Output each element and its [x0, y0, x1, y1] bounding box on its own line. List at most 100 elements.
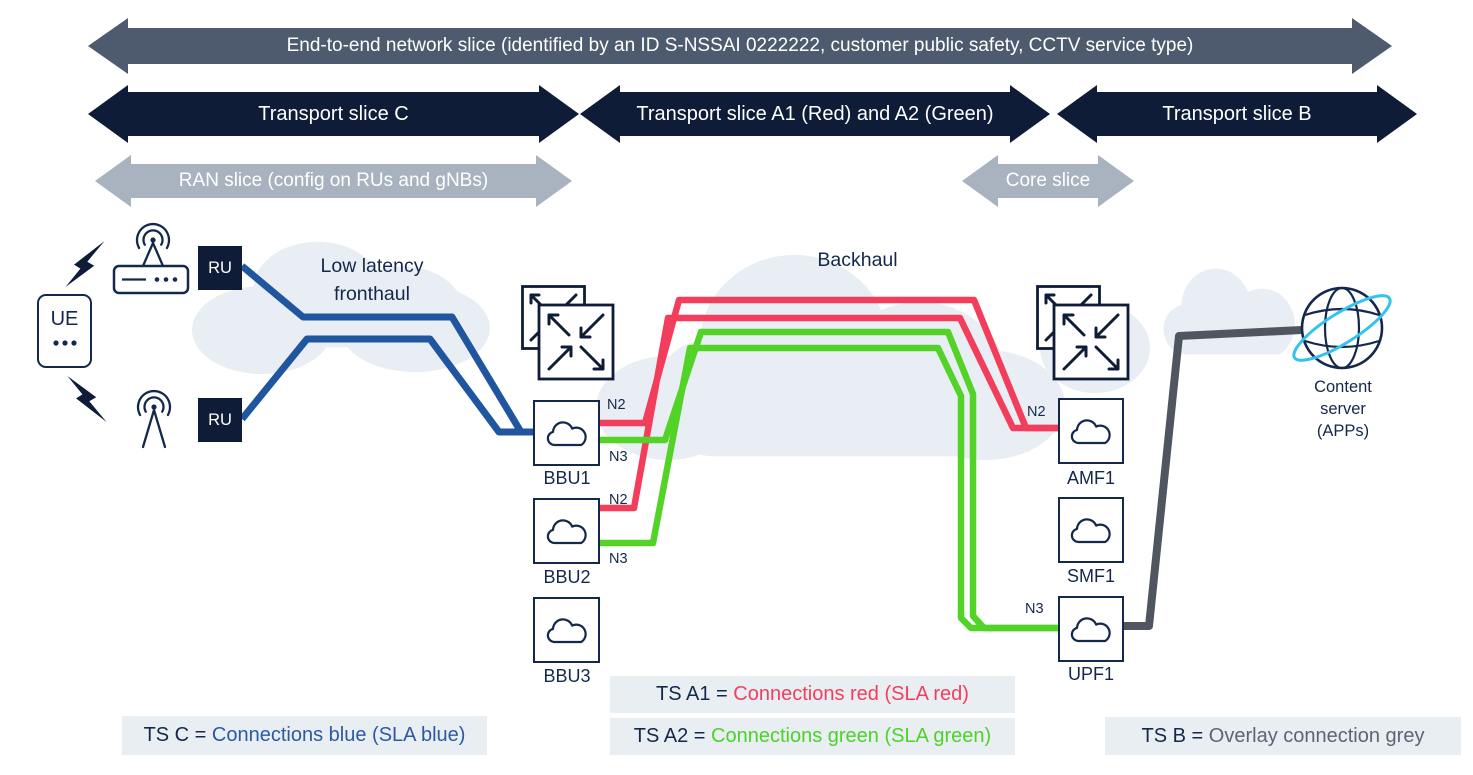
transport-slice-a-arrow: Transport slice A1 (Red) and A2 (Green)	[580, 85, 1050, 143]
transport-slice-b-arrow: Transport slice B	[1057, 85, 1417, 143]
backhaul-cloud-label: Backhaul	[775, 246, 940, 274]
amf1-node	[1058, 398, 1124, 464]
core-slice-arrow: Core slice	[962, 155, 1134, 207]
cloud-vnf-icon	[1070, 518, 1111, 544]
amf1-n2-label: N2	[1027, 404, 1046, 420]
core-slice-bar: Core slice	[998, 164, 1098, 198]
ran-slice-bar: RAN slice (config on RUs and gNBs)	[131, 164, 536, 198]
fronthaul-cloud-lobe	[340, 284, 490, 372]
backhaul-cloud-lobe	[905, 350, 1065, 460]
bbu1-node	[533, 400, 600, 466]
connection-red-bbu1-amf1	[600, 296, 1058, 432]
legend-ts-b: TS B = Overlay connection grey	[1105, 717, 1461, 755]
transport-slice-c-bar: Transport slice C	[128, 92, 539, 136]
arrow-head-right-icon	[536, 155, 572, 207]
legend-ts-b-prefix: TS B =	[1141, 724, 1209, 747]
lightning-bolt-top-icon	[65, 241, 105, 287]
transport-slice-a-bar: Transport slice A1 (Red) and A2 (Green)	[620, 92, 1010, 136]
fronthaul-cloud-label: Low latency fronthaul	[292, 252, 452, 308]
legend-ts-a2: TS A2 = Connections green (SLA green)	[610, 718, 1015, 755]
ue-dots-icon	[52, 340, 77, 346]
bbu2-label: BBU2	[543, 567, 591, 587]
core-slice-label: Core slice	[1005, 170, 1091, 191]
e2e-arrow-bar: End-to-end network slice (identified by …	[128, 28, 1352, 64]
ran-slice-arrow: RAN slice (config on RUs and gNBs)	[95, 155, 572, 207]
connection-red-bbu2-amf1	[600, 314, 1058, 512]
arrow-head-left-icon	[1057, 85, 1097, 143]
arrow-head-left-icon	[580, 85, 620, 143]
connection-blue-ru-bottom-bbu1	[239, 335, 536, 436]
content-server-label-line3: (APPs)	[1316, 422, 1370, 440]
antenna-bottom-icon	[136, 390, 172, 449]
bbu3-label: BBU3	[543, 666, 591, 686]
bbu2-n3-label: N3	[609, 551, 628, 567]
transport-slice-c-arrow: Transport slice C	[88, 85, 579, 143]
fronthaul-label-line2: fronthaul	[334, 283, 410, 305]
connection-grey-upf1-content-server	[1123, 326, 1303, 630]
lightning-bolt-bottom-icon	[67, 376, 107, 422]
ru-bottom-label: RU	[208, 410, 232, 429]
legend-ts-c-value: Connections blue (SLA blue)	[211, 724, 466, 746]
arrow-head-right-icon	[539, 85, 579, 143]
smf1-label: SMF1	[1066, 566, 1115, 586]
ru-top-label: RU	[208, 258, 232, 277]
legend-ts-a1: TS A1 = Connections red (SLA red)	[610, 676, 1015, 713]
upf1-label: UPF1	[1067, 664, 1114, 684]
e2e-network-slice-arrow: End-to-end network slice (identified by …	[88, 18, 1392, 74]
transport-slice-b-label: Transport slice B	[1162, 102, 1312, 125]
switch-right-icon	[1036, 285, 1130, 381]
legend-ts-a1-value: Connections red (SLA red)	[733, 683, 969, 705]
transport-slice-c-label: Transport slice C	[258, 102, 409, 125]
bbu3-node	[533, 597, 600, 663]
arrow-head-left-icon	[88, 85, 128, 143]
legend-ts-a2-prefix: TS A2 =	[633, 725, 712, 747]
arrow-head-right-icon	[1010, 85, 1050, 143]
transport-slice-b-bar: Transport slice B	[1097, 92, 1377, 136]
orbit-ring-icon	[1292, 294, 1392, 362]
cloud-vnf-icon	[1070, 419, 1111, 445]
legend-ts-a2-value: Connections green (SLA green)	[711, 725, 992, 747]
ru-bottom-node: RU	[198, 398, 242, 442]
backhaul-label-text: Backhaul	[817, 249, 898, 271]
ru-top-node: RU	[198, 246, 242, 290]
bbu1-n3-label: N3	[609, 449, 628, 465]
ran-slice-label: RAN slice (config on RUs and gNBs)	[178, 170, 489, 191]
backhaul-cloud-lobe	[596, 356, 740, 460]
cloud-vnf-icon	[546, 519, 587, 545]
antenna-router-top-icon	[112, 223, 190, 295]
amf1-label: AMF1	[1066, 468, 1115, 488]
arrow-head-left-icon	[88, 18, 128, 74]
arrow-head-right-icon	[1377, 85, 1417, 143]
bbu1-label: BBU1	[543, 468, 591, 488]
bbu2-node	[533, 498, 600, 564]
arrow-head-left-icon	[95, 155, 131, 207]
legend-ts-b-value: Overlay connection grey	[1208, 724, 1425, 747]
fronthaul-label-line1: Low latency	[320, 255, 424, 277]
cloud-vnf-icon	[546, 421, 587, 447]
switch-left-icon	[521, 285, 615, 381]
upf1-n3-label: N3	[1025, 601, 1044, 617]
connection-green-bbu1-upf1	[600, 328, 1058, 632]
arrow-head-right-icon	[1098, 155, 1134, 207]
content-server-globe-icon	[1292, 286, 1392, 370]
ue-device: UE	[37, 294, 92, 368]
connection-green-bbu2-upf1	[600, 344, 1058, 632]
ue-label: UE	[50, 308, 79, 330]
smf1-node	[1058, 497, 1124, 563]
legend-ts-c-prefix: TS C =	[143, 724, 212, 746]
content-server-label-line2: server	[1320, 400, 1366, 418]
connection-lines	[239, 263, 1303, 632]
legend-ts-a1-prefix: TS A1 =	[656, 683, 734, 705]
content-server-label: Content server (APPs)	[1292, 376, 1394, 442]
arrow-head-right-icon	[1352, 18, 1392, 74]
transport-slice-a-label: Transport slice A1 (Red) and A2 (Green)	[636, 102, 994, 125]
upf1-node	[1058, 596, 1124, 662]
e2e-arrow-label: End-to-end network slice (identified by …	[286, 35, 1194, 56]
bbu1-n2-label: N2	[607, 397, 626, 413]
cloud-vnf-icon	[1070, 617, 1111, 643]
content-server-label-line1: Content	[1314, 378, 1372, 396]
arrow-head-left-icon	[962, 155, 998, 207]
cloud-vnf-icon	[546, 618, 587, 644]
legend-ts-c: TS C = Connections blue (SLA blue)	[122, 716, 487, 755]
